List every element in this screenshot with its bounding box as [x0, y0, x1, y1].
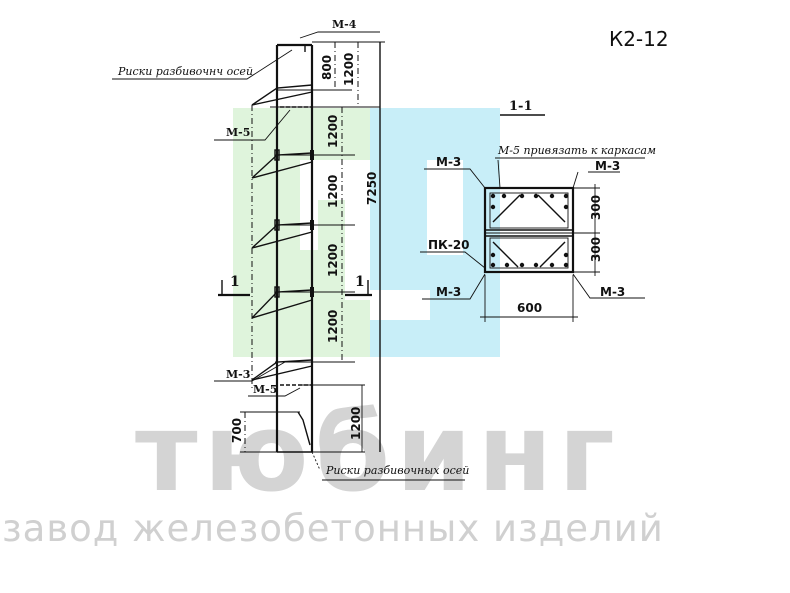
- dim-span-3: 1200: [326, 244, 340, 277]
- label-m4: М-4: [332, 18, 357, 31]
- logo-blue-block: [387, 190, 427, 295]
- label-m3-bottom-right: М-3: [600, 285, 625, 299]
- logo-white-cut-2: [370, 290, 430, 320]
- section-1-1: [420, 114, 645, 322]
- watermark-brand: тюбинг: [135, 391, 621, 516]
- column-elevation: [112, 31, 465, 481]
- label-m3-top-left: М-3: [436, 155, 461, 169]
- axis-note-top: Риски разбивочнч осей: [117, 65, 253, 78]
- logo-green-shape: [233, 108, 370, 357]
- dim-span-1: 1200: [326, 115, 340, 148]
- dim-total-7250: 7250: [365, 172, 379, 205]
- label-m5-top: М-5: [226, 126, 250, 139]
- dim-span-4: 1200: [326, 310, 340, 343]
- dim-600: 600: [517, 301, 542, 315]
- section-mark-right: 1: [355, 274, 365, 290]
- label-m3-top-right: М-3: [595, 159, 620, 173]
- section-note: М-5 привязать к каркасам: [497, 144, 656, 157]
- drawing-code: К2-12: [609, 27, 669, 51]
- label-m3-bottom: М-3: [226, 368, 250, 381]
- label-m5-bottom: М-5: [253, 383, 277, 396]
- watermark-subtitle: завод железобетонных изделий: [2, 507, 664, 550]
- dim-1200-top: 1200: [342, 53, 356, 86]
- dim-300-top: 300: [589, 195, 603, 220]
- dim-1200-bottom: 1200: [349, 407, 363, 440]
- label-pk20: ПК-20: [428, 238, 470, 252]
- logo-white-cut: [427, 160, 463, 255]
- dim-700: 700: [230, 418, 244, 443]
- axis-note-bottom: Риски разбивочных осей: [325, 464, 469, 477]
- section-title: 1-1: [509, 99, 533, 114]
- logo-green-inner: [318, 200, 345, 285]
- dim-span-2: 1200: [326, 175, 340, 208]
- watermark-logo: [233, 108, 500, 357]
- section-mark-left: 1: [230, 274, 240, 290]
- label-m3-bottom-left: М-3: [436, 285, 461, 299]
- dim-300-bottom: 300: [589, 237, 603, 262]
- dim-800: 800: [320, 55, 334, 80]
